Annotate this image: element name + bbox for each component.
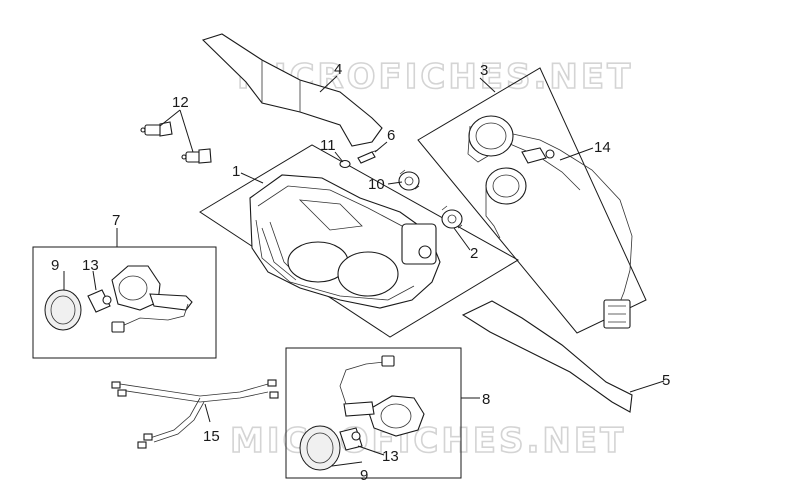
callout-7[interactable]: 7 <box>112 212 120 229</box>
callout-13-left[interactable]: 13 <box>82 257 99 274</box>
callout-12[interactable]: 12 <box>172 94 189 111</box>
turn-signal-box-7 <box>32 246 217 359</box>
callout-1[interactable]: 1 <box>232 163 240 180</box>
bulb-13-right[interactable] <box>339 427 363 451</box>
turn-signal-housing-7[interactable] <box>111 265 193 333</box>
callout-8[interactable]: 8 <box>482 391 490 408</box>
headlight-assembly[interactable] <box>249 174 441 309</box>
turn-signal-housing-8[interactable] <box>339 355 425 437</box>
lens-9-left[interactable] <box>44 289 82 331</box>
callout-14[interactable]: 14 <box>594 139 611 156</box>
bulb-12-upper[interactable] <box>140 121 173 137</box>
callout-9-right[interactable]: 9 <box>360 467 368 484</box>
lens-9-right[interactable] <box>299 425 341 471</box>
callout-4[interactable]: 4 <box>334 61 342 78</box>
part-4-cover[interactable] <box>201 33 383 147</box>
callout-10[interactable]: 10 <box>368 176 385 193</box>
bulb-holder-2[interactable] <box>441 205 463 229</box>
callout-2[interactable]: 2 <box>470 245 478 262</box>
wiring-harness-3[interactable] <box>467 115 633 329</box>
bulb-13-left[interactable] <box>87 289 112 313</box>
callout-3[interactable]: 3 <box>480 62 488 79</box>
callout-5[interactable]: 5 <box>662 372 670 389</box>
part-5-cover[interactable] <box>461 300 633 413</box>
callout-15[interactable]: 15 <box>203 428 220 445</box>
bulb-holder-10[interactable] <box>398 169 420 191</box>
turn-signal-box-8 <box>285 347 462 479</box>
bulb-12-lower[interactable] <box>181 148 212 164</box>
callout-9-left[interactable]: 9 <box>51 257 59 274</box>
callout-11[interactable]: 11 <box>320 137 336 154</box>
wiring-harness-15[interactable] <box>111 379 279 449</box>
wiring-group-frame <box>417 67 647 334</box>
callout-6[interactable]: 6 <box>387 127 395 144</box>
washer-11[interactable] <box>339 159 351 169</box>
leader-lines <box>63 75 665 467</box>
watermark-bottom: MICROFICHES.NET <box>230 421 626 461</box>
bulb-14[interactable] <box>521 147 555 164</box>
callout-13-right[interactable]: 13 <box>382 448 399 465</box>
